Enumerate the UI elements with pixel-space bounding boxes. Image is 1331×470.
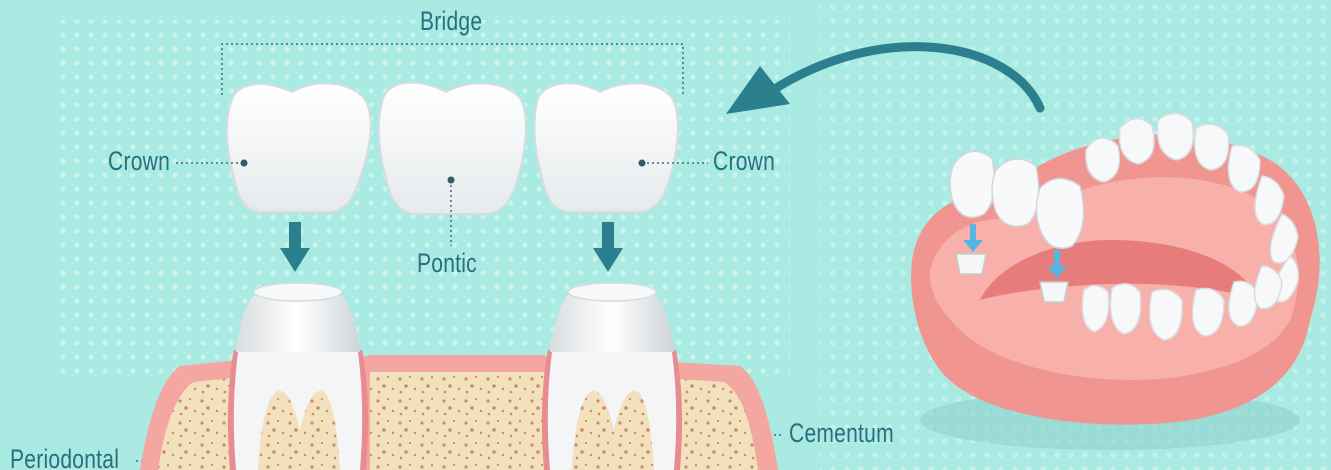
abutment-tooth-right — [541, 282, 683, 470]
crown-right — [533, 82, 679, 213]
label-cementum: Cementum — [789, 418, 894, 448]
down-arrow-icon — [593, 222, 623, 272]
jaw-model — [911, 112, 1320, 450]
label-crown-right: Crown — [713, 146, 776, 176]
abutment-tooth-left — [227, 282, 369, 470]
bridge-bracket — [221, 43, 684, 95]
label-pontic: Pontic — [417, 248, 477, 278]
label-bridge: Bridge — [420, 6, 483, 36]
label-periodontal: Periodontal — [10, 444, 120, 470]
label-crown-left: Crown — [108, 146, 171, 176]
down-arrow-icon — [280, 222, 310, 272]
pontic — [377, 81, 527, 215]
curved-arrow-icon — [726, 42, 1045, 114]
crown-left — [225, 82, 372, 213]
